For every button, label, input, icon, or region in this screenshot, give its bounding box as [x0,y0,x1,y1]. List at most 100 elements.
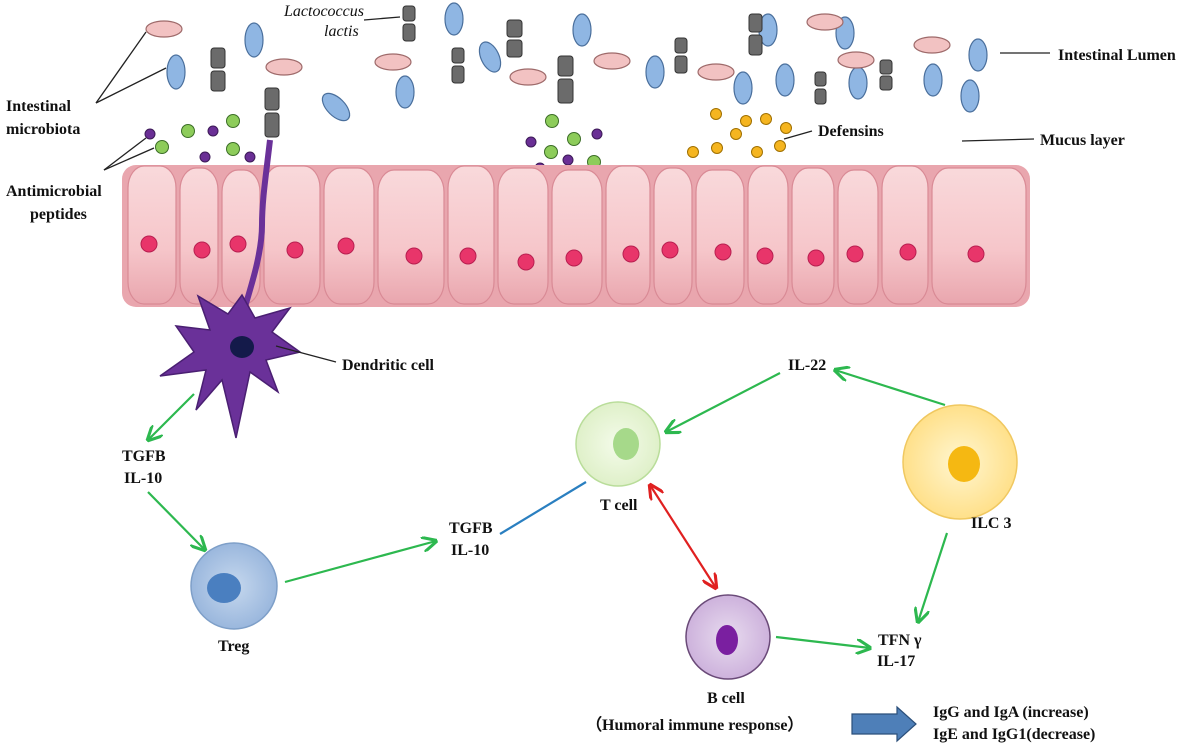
blue-bacterium [395,75,415,109]
callout-line [103,137,147,171]
arrow-ilc3-to-il22 [835,370,946,407]
amp-green-dot [544,145,558,159]
lactococcus-bacterium [264,87,280,138]
epithelial-cell [653,167,693,305]
epithelial-cell [179,167,219,305]
ilc3-nucleus [948,446,980,482]
defensin-dot [760,113,772,125]
blue-bacterium [478,41,502,73]
epithelial-cell [747,165,789,305]
defensin-dot [751,146,763,158]
lactococcus-bacterium [402,5,416,42]
blue-bacterium [321,92,351,122]
defensin-dot [711,142,723,154]
ilc3-label: ILC 3 [971,515,1011,532]
ige-igg1-label: IgE and IgG1(decrease) [933,726,1095,743]
pink-bacterium [806,13,844,31]
blue-bacterium [244,22,264,58]
epithelial-nucleus [459,247,477,265]
epithelial-nucleus [846,245,864,263]
blue-bacterium [645,55,665,89]
arrow-bcell-to-tfn [775,635,870,648]
tfn-gamma-label: TFN γ [878,632,922,649]
tgfb-left-label: TGFB [122,448,166,465]
line-tgfb-to-tcell [499,481,587,535]
epithelial-cell [447,165,495,305]
mucus-layer-label: Mucus layer [1040,132,1125,149]
callout-line [95,67,167,104]
amp-purple-dot [244,151,256,163]
arrow-dc-to-tgfb [148,393,195,440]
lactococcus-bacterium [814,71,827,105]
defensins-group [687,108,792,158]
epithelial-cell [605,165,651,305]
lactococcus-label: Lactococcus [283,3,364,20]
epithelial-cell [323,167,375,305]
epithelial-nucleus [517,253,535,271]
blue-bacterium [923,63,943,97]
arrow-treg-to-tgfb [284,541,436,584]
lactococcus-bacterium [748,13,763,56]
tgfb-mid-label: TGFB [449,520,493,537]
lactococcus-bacterium [451,47,465,84]
amp-label-2: peptides [30,206,87,223]
arrow-tgfb-to-treg [147,491,205,550]
pink-bacterium [374,53,412,71]
arrow-il22-to-tcell [666,372,781,432]
epithelial-cell [791,167,835,305]
callout-line [95,31,147,104]
epithelial-cell [263,165,321,305]
blue-bacterium [775,63,795,97]
lactococcus-bacterium [879,59,893,91]
blue-bacteria-group [166,2,988,122]
big-arrow-icon [851,705,917,743]
epithelial-cell [497,167,549,305]
amp-label: Antimicrobial [6,183,102,200]
callout-line [103,147,155,171]
blue-bacterium [968,38,988,72]
lactococcus-bacterium [674,37,688,74]
amp-green-dot [567,132,581,146]
ilc3-cell [902,404,1018,520]
pink-bacteria-group [145,13,951,86]
b-cell [685,594,771,680]
lactococcus-group [210,5,893,138]
amp-green-dot [181,124,195,138]
epithelial-cell [695,169,745,305]
b-cell-nucleus [716,625,738,655]
epithelial-nucleus [286,241,304,259]
signal-arrows [147,370,949,648]
callout-lines [95,16,1050,363]
dendritic-cell-label: Dendritic cell [342,357,435,374]
lactococcus-bacterium [210,47,226,92]
il22-label: IL-22 [788,357,826,374]
epithelial-nucleus [405,247,423,265]
lactococcus-label-2: lactis [324,23,359,40]
arrow-ilc3-to-tfn [918,532,949,622]
pink-bacterium [265,58,303,76]
t-cell-label: T cell [600,497,638,514]
epithelial-nucleus [622,245,640,263]
treg-nucleus [207,573,241,603]
pink-bacterium [593,52,631,70]
defensin-dot [780,122,792,134]
lactococcus-bacterium [557,55,574,104]
pink-bacterium [697,63,735,81]
dendritic-cell [159,139,302,439]
epithelial-nucleus [565,249,583,267]
callout-line [363,16,401,21]
amp-purple-dot [562,154,574,166]
arrow-tcell-bcell [650,485,716,588]
epithelial-cell [931,167,1027,305]
defensin-dot [774,140,786,152]
epithelial-layer [122,165,1030,307]
intestinal-lumen-label: Intestinal Lumen [1058,47,1176,64]
blue-bacterium [960,79,980,113]
callout-line [275,345,337,363]
il10-mid-label: IL-10 [451,542,489,559]
blue-bacterium [733,71,753,105]
defensin-dot [710,108,722,120]
antimicrobial-peptides [144,114,603,174]
dendritic-cell-body [159,293,302,439]
